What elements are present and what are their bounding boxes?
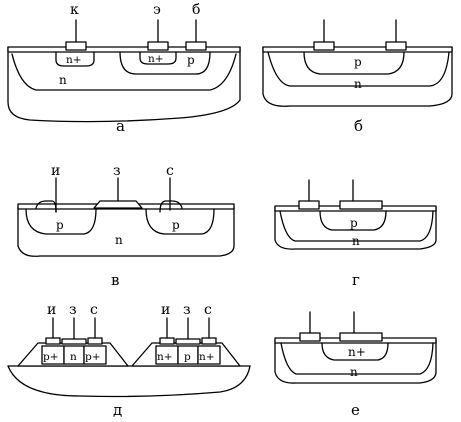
panel-a-terminal-k: к xyxy=(70,2,79,18)
panel-a-label-nplus-1: n+ xyxy=(66,54,82,66)
panel-d-caption: д xyxy=(113,401,122,419)
panel-v-label-n: n xyxy=(115,233,123,247)
panel-d-right-label-source: n+ xyxy=(157,351,173,363)
panel-d-left-label-channel: n xyxy=(70,351,77,363)
panel-a-terminal-b: б xyxy=(192,2,200,18)
panel-e: n+ n е xyxy=(274,311,437,419)
panel-a-substrate xyxy=(7,46,241,123)
panel-b: p n б xyxy=(262,19,453,135)
panel-d-right-source-contact xyxy=(159,337,175,345)
panel-b-label-p: p xyxy=(354,55,362,69)
panel-e-label-nplus: n+ xyxy=(348,345,366,359)
panel-d-right-terminal-s: с xyxy=(204,302,212,318)
panel-v-drain-metal xyxy=(159,200,183,213)
panel-g-contact-left xyxy=(298,200,320,210)
panel-v-gate xyxy=(93,200,143,209)
panel-d-right-gate xyxy=(175,338,201,345)
panel-a-oxide xyxy=(7,46,241,53)
panel-a-label-n: n xyxy=(59,73,67,87)
panel-e-contact-left xyxy=(299,332,321,342)
panel-d-left-terminal-s: с xyxy=(90,302,98,318)
panel-v-p-left-region xyxy=(25,208,97,235)
panel-v-caption: в xyxy=(111,271,119,289)
panel-e-nplus-region xyxy=(321,342,389,361)
panel-g-p-region xyxy=(319,210,387,231)
panel-v-terminal-z: з xyxy=(113,163,121,179)
panel-e-contact-right xyxy=(339,332,383,342)
panel-g-label-n: n xyxy=(352,234,360,248)
panel-d: и з с p+ n p+ и з с n+ p n+ д xyxy=(7,302,251,419)
panel-g-caption: г xyxy=(352,271,360,289)
panel-d-left-terminal-z: з xyxy=(69,302,77,318)
panel-b-n-region-border xyxy=(267,51,450,87)
panel-v-terminal-s: с xyxy=(166,163,174,179)
panel-a-label-nplus-2: n+ xyxy=(148,53,164,65)
panel-v-terminal-i: и xyxy=(51,163,60,179)
panel-b-p-region xyxy=(303,51,405,75)
panel-v-substrate xyxy=(17,206,235,257)
panel-v: и з с p n p в xyxy=(17,163,235,289)
panel-v-label-p-right: p xyxy=(172,218,180,232)
panel-d-right-label-channel: p xyxy=(184,351,191,363)
panel-d-right-terminal-i: и xyxy=(161,302,170,318)
panel-d-left-label-source: p+ xyxy=(43,351,59,363)
panel-a: к э б n+ n+ p n а xyxy=(7,2,241,135)
panel-g-contact-right xyxy=(339,200,383,210)
panel-a-terminal-e: э xyxy=(153,2,161,18)
panel-a-collector-contact-region xyxy=(55,51,95,67)
panel-b-contact-right xyxy=(385,41,407,51)
panel-b-substrate xyxy=(262,46,453,107)
panel-e-label-n: n xyxy=(350,365,358,379)
panel-d-left-label-drain: p+ xyxy=(85,351,101,363)
panel-d-left-drain-region xyxy=(83,345,107,365)
panel-a-collector-junction xyxy=(11,53,237,91)
panel-g-substrate xyxy=(274,206,437,250)
panel-d-right-terminal-z: з xyxy=(183,302,191,318)
panel-d-substrate xyxy=(7,365,251,398)
panel-b-label-n: n xyxy=(354,77,362,91)
panel-d-left-source-contact xyxy=(45,337,61,345)
panel-v-p-right-region xyxy=(145,208,215,235)
panel-a-caption: а xyxy=(116,117,125,135)
panel-g-label-p: p xyxy=(350,216,358,230)
panel-b-contact-left xyxy=(313,41,335,51)
panel-a-base-contact xyxy=(185,41,207,51)
panel-d-left-terminal-i: и xyxy=(47,302,56,318)
panel-a-base-region xyxy=(119,51,211,75)
panel-b-oxide xyxy=(262,46,453,53)
panel-d-right-drain-region xyxy=(197,345,221,365)
panel-a-collector-contact xyxy=(65,41,87,51)
panel-e-substrate xyxy=(274,339,437,384)
panel-e-n-region-border xyxy=(280,342,434,375)
panel-a-emitter-region xyxy=(139,51,177,65)
panel-d-right-drain-contact xyxy=(201,337,217,345)
panel-d-left-gate xyxy=(61,338,87,345)
panel-a-label-p: p xyxy=(187,53,195,67)
panel-v-label-p-left: p xyxy=(56,218,64,232)
panel-e-caption: е xyxy=(351,401,360,419)
panel-d-right-label-drain: n+ xyxy=(199,351,215,363)
panel-g-n-region-border xyxy=(279,210,434,242)
panel-b-caption: б xyxy=(354,117,363,135)
panel-g: p n г xyxy=(274,179,437,289)
panel-a-emitter-contact xyxy=(147,41,169,51)
panel-d-left-drain-contact xyxy=(87,337,103,345)
